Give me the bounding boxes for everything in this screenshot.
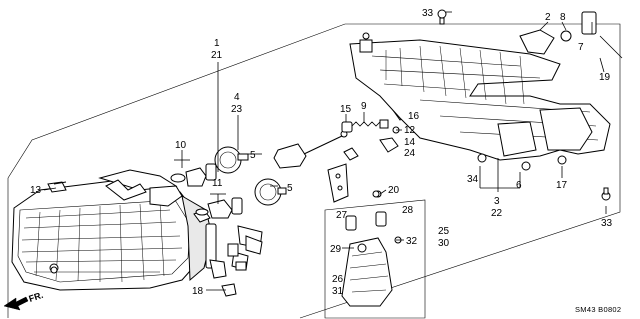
label-1: 1: [214, 38, 220, 49]
label-27: 27: [336, 210, 348, 221]
label-3: 3: [494, 196, 500, 207]
label-8: 8: [560, 12, 566, 23]
label-18: 18: [192, 286, 204, 297]
assembly-outline: [7, 23, 621, 319]
fastener-33-top: [437, 9, 447, 25]
label-19: 19: [599, 72, 611, 83]
label-5-lower: 5: [287, 183, 293, 194]
adjust-spring: [341, 121, 385, 133]
label-6: 6: [516, 180, 522, 191]
mounting-bracket: [349, 32, 611, 171]
fr-label: FR.: [28, 290, 45, 304]
label-30: 30: [438, 238, 450, 249]
label-5-upper: 5: [250, 150, 256, 161]
label-4: 4: [234, 92, 240, 103]
label-29: 29: [330, 244, 342, 255]
label-23: 23: [231, 104, 243, 115]
bulb-lower: [195, 197, 243, 219]
label-34: 34: [467, 174, 479, 185]
label-33-top: 33: [422, 8, 434, 19]
fastener-33-bottom: [601, 187, 611, 201]
side-marker-lamp: [324, 199, 426, 319]
part-labels: 1 21 4 23 10 5 11 5 13 18 15 9 16 12 14 …: [30, 8, 613, 297]
label-28: 28: [402, 205, 414, 216]
label-13: 13: [30, 185, 42, 196]
adjuster-motor: [273, 130, 382, 203]
label-12: 12: [404, 125, 416, 136]
small-fasteners: [50, 119, 389, 297]
nut-12-14: [379, 126, 400, 153]
diagram-code: SM43 B0802: [575, 305, 621, 314]
label-32: 32: [406, 236, 418, 247]
label-15: 15: [340, 104, 352, 115]
label-20: 20: [388, 185, 400, 196]
bulb-cover-lower: [254, 178, 287, 206]
label-10: 10: [175, 140, 187, 151]
label-31: 31: [332, 286, 344, 297]
label-21: 21: [211, 50, 223, 61]
label-17: 17: [556, 180, 568, 191]
forward-direction-arrow: FR.: [3, 290, 45, 311]
label-22: 22: [491, 208, 503, 219]
label-14: 14: [404, 137, 416, 148]
leader-lines: [43, 11, 607, 291]
label-33-bottom: 33: [601, 218, 613, 229]
bulb-upper: [170, 163, 217, 187]
label-16: 16: [408, 111, 420, 122]
label-25: 25: [438, 226, 450, 237]
headlight-housing: [11, 169, 263, 291]
label-9: 9: [361, 101, 367, 112]
aim-screw-8: [519, 11, 623, 59]
label-24: 24: [404, 148, 416, 159]
bulb-cover-upper: [214, 146, 249, 174]
label-11: 11: [212, 178, 223, 189]
label-2: 2: [545, 12, 551, 23]
label-7: 7: [578, 42, 584, 53]
label-26: 26: [332, 274, 344, 285]
